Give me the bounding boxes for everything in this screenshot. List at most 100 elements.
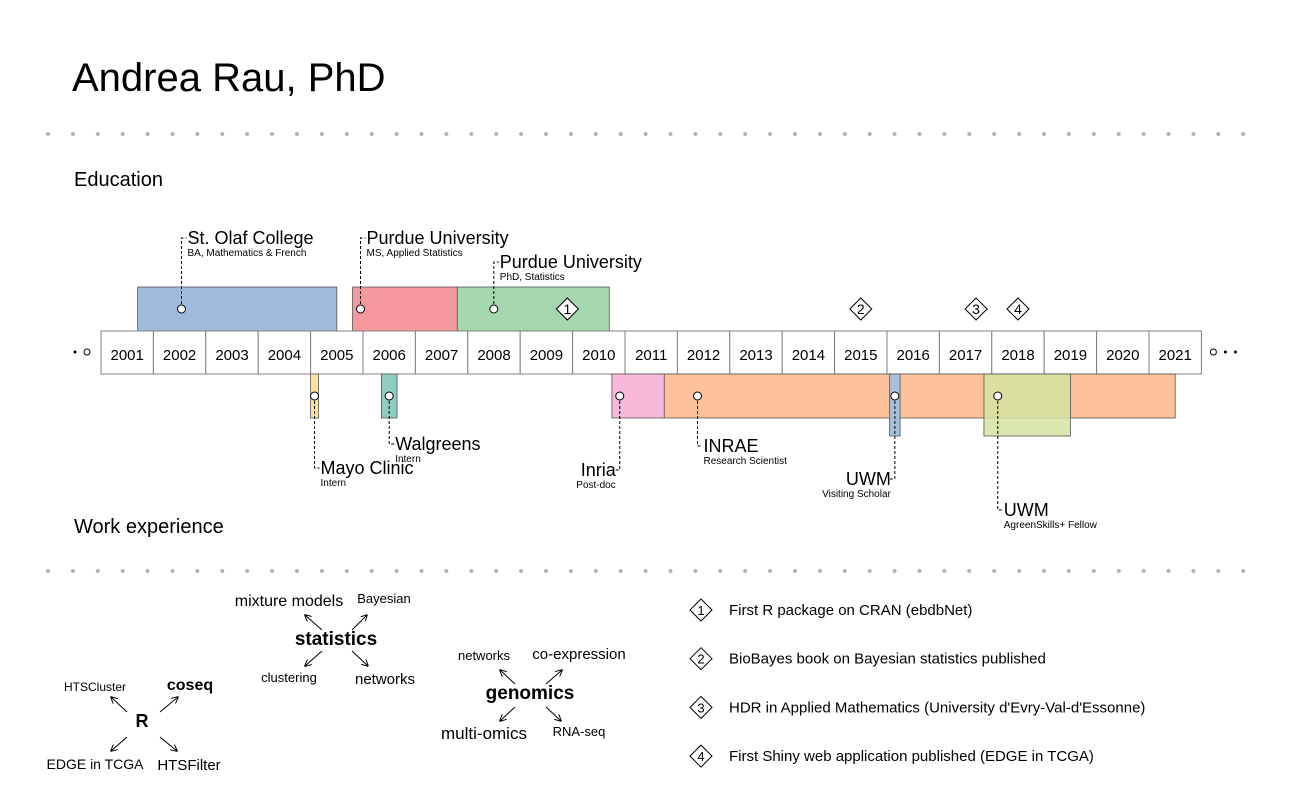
skill-arrow — [351, 615, 367, 631]
divider-dot — [1216, 132, 1221, 136]
education-section-label: Education — [74, 169, 163, 191]
work-leader-line — [388, 396, 395, 445]
skill-arrow — [500, 670, 516, 685]
work-marker — [693, 391, 703, 401]
divider-dot — [1116, 569, 1121, 573]
divider-dot — [1042, 132, 1046, 136]
education-marker — [489, 304, 499, 314]
year-label: 2001 — [111, 347, 144, 364]
legend-number: 1 — [697, 603, 704, 618]
skill-arrow — [159, 697, 178, 713]
skill-arrow — [305, 615, 323, 631]
work-leader-line — [614, 396, 621, 471]
education-org: Purdue University — [367, 228, 509, 248]
divider-dot — [718, 569, 723, 573]
year-label: 2006 — [373, 347, 406, 364]
legend-text: First R package on CRAN (ebdbNet) — [729, 602, 972, 619]
work-marker — [993, 391, 1003, 401]
divider-dot — [1166, 569, 1171, 573]
skill-item: clustering — [261, 670, 317, 685]
divider-dot — [917, 132, 922, 136]
divider-dot — [1017, 569, 1022, 573]
work-org: UWM — [846, 469, 891, 489]
divider-dot — [1066, 132, 1071, 136]
milestone-diamond — [555, 297, 580, 321]
divider-dot — [1241, 569, 1246, 573]
work-leader-line — [697, 396, 703, 447]
work-bar — [663, 373, 1176, 419]
year-label: 2003 — [215, 347, 248, 364]
year-box — [991, 330, 1045, 375]
divider-dot — [892, 132, 897, 136]
divider-dot — [668, 569, 673, 573]
legend-text: BioBayes book on Bayesian statistics pub… — [729, 651, 1046, 668]
divider-dot — [70, 132, 75, 136]
year-label: 2018 — [1001, 347, 1034, 364]
divider-dot — [170, 132, 175, 136]
divider-dot — [195, 569, 200, 573]
work-leader-line — [314, 396, 320, 469]
year-box — [414, 330, 469, 375]
milestone-diamond — [849, 297, 873, 321]
divider-dot — [743, 132, 748, 136]
year-box — [100, 330, 154, 375]
work-org: Walgreens — [395, 434, 480, 454]
axis-dot — [1223, 350, 1227, 354]
divider-dot — [618, 132, 623, 136]
divider-dot — [46, 132, 50, 136]
divider-dot — [120, 132, 125, 136]
divider-dot — [643, 569, 648, 573]
divider-dot — [295, 132, 299, 136]
milestone-number: 2 — [857, 301, 865, 317]
divider-dot — [295, 569, 299, 573]
divider-dot — [1066, 569, 1071, 573]
legend-number: 4 — [697, 749, 704, 764]
year-label: 2005 — [320, 347, 353, 364]
divider-dot — [220, 132, 225, 136]
divider-dot — [768, 569, 773, 573]
divider-dot — [992, 132, 997, 136]
divider-dot — [494, 569, 499, 573]
year-label: 2016 — [897, 347, 930, 364]
divider-dot — [344, 569, 349, 573]
divider-dot — [942, 569, 947, 573]
divider-dot — [718, 132, 723, 136]
divider-dot — [70, 569, 75, 573]
divider-dot — [170, 569, 175, 573]
year-label: 2014 — [792, 347, 825, 364]
divider-dot — [444, 569, 449, 573]
skill-cluster-center: R — [136, 711, 149, 731]
work-role: Visiting Scholar — [822, 489, 891, 500]
education-role: MS, Applied Statistics — [367, 248, 463, 259]
year-label: 2013 — [739, 347, 772, 364]
divider-dot — [1141, 132, 1146, 136]
skill-item: HTSFilter — [157, 757, 220, 774]
skill-item: mixture models — [235, 593, 343, 610]
divider-dot — [369, 569, 374, 573]
work-role: Intern — [321, 478, 347, 489]
year-box — [572, 330, 626, 375]
year-label: 2011 — [635, 347, 667, 364]
year-label: 2020 — [1106, 347, 1139, 364]
divider-dot — [967, 132, 972, 136]
skill-cluster-center: statistics — [295, 629, 377, 650]
work-section-label: Work experience — [74, 516, 224, 538]
year-label: 2019 — [1054, 347, 1087, 364]
work-marker — [310, 391, 320, 401]
divider-dot — [419, 132, 424, 136]
divider-dot — [793, 569, 797, 573]
work-org: INRAE — [704, 436, 759, 456]
work-marker — [384, 391, 394, 401]
divider-dot — [867, 132, 872, 136]
divider-dot — [992, 569, 997, 573]
education-marker — [356, 304, 366, 314]
year-label: 2002 — [163, 347, 196, 364]
dotted-dividers — [46, 132, 1246, 573]
education-leader-line — [180, 237, 187, 309]
year-label: 2017 — [949, 347, 982, 364]
milestone-number: 4 — [1014, 301, 1022, 317]
year-box — [467, 330, 521, 375]
